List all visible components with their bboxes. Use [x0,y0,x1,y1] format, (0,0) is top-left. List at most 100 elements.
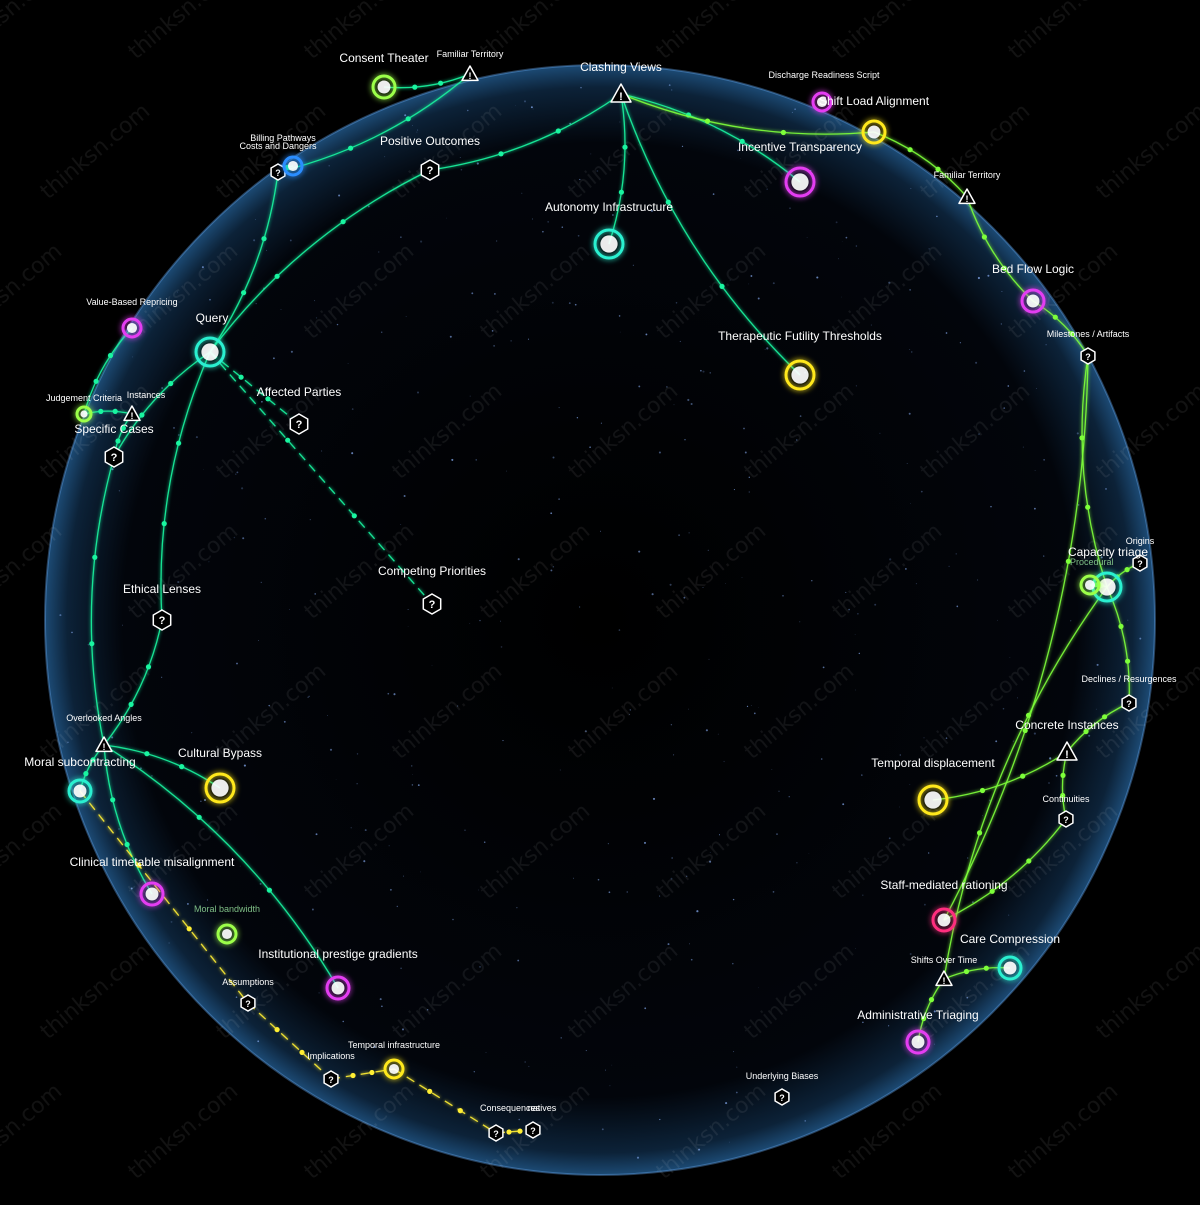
node-familiar2[interactable]: ! [958,188,976,205]
star-dot [808,853,810,854]
star-dot [776,833,778,835]
node-core [816,96,828,108]
node-underlying[interactable]: ? [774,1088,790,1106]
node-bedflow[interactable] [1020,288,1046,314]
node-overlooked[interactable]: ! [95,736,113,753]
node-continuities[interactable]: ? [1058,810,1074,828]
node-query[interactable] [194,336,226,368]
star-dot [766,188,768,190]
node-shiftload[interactable] [861,119,887,145]
node-shifts[interactable]: ! [935,970,953,987]
edge-arrow-marker [1118,623,1124,630]
watermark-text: thinksn.com [0,799,67,905]
star-dot [831,146,834,150]
edge-arrow-marker [1102,714,1108,720]
star-dot [867,858,869,859]
node-moralsub[interactable] [67,778,93,804]
star-dot [741,577,743,578]
watermark-text: thinksn.com [1004,1079,1123,1185]
edge-arrow-marker [983,965,989,971]
node-moralband[interactable] [216,923,238,945]
star-dot [679,340,681,343]
node-admin[interactable] [905,1029,931,1055]
question-mark-glyph: ? [159,615,166,627]
node-declines[interactable]: ? [1121,694,1137,712]
node-carecomp[interactable] [997,955,1023,981]
node-prestige[interactable] [325,975,351,1001]
star-dot [161,387,163,389]
node-origins[interactable]: ? [1132,554,1148,572]
edge-arrow-marker [107,352,114,359]
question-hex-icon [323,1070,339,1088]
node-temporal[interactable] [917,784,949,816]
star-dot [607,843,609,845]
node-clashing[interactable]: ! [610,83,632,103]
edge-arrow-marker [115,438,121,444]
star-dot [848,608,850,611]
node-core [1026,294,1040,308]
node-consent[interactable] [371,74,397,100]
node-cultural[interactable] [204,772,236,804]
star-dot [578,606,581,608]
star-dot [1076,432,1079,435]
node-assumptions[interactable]: ? [240,994,256,1012]
node-instances[interactable]: ! [123,405,141,422]
node-consequences[interactable]: ? [488,1124,504,1142]
node-affected[interactable]: ? [289,413,309,435]
star-dot [561,226,564,228]
exclamation-glyph: ! [103,742,106,752]
star-dot [888,1025,890,1027]
node-temporalinfra[interactable] [383,1058,405,1080]
node-positive[interactable]: ? [420,159,440,181]
star-dot [651,593,654,596]
star-dot [629,714,630,716]
star-dot [573,877,574,879]
node-futility[interactable] [784,359,816,391]
star-dot [259,882,262,885]
node-familiar1[interactable]: ! [461,65,479,82]
star-dot [861,774,863,776]
edge-arrow-marker [622,144,628,150]
node-autonomy[interactable] [593,228,625,260]
node-incentive[interactable] [784,166,816,198]
node-clinical[interactable] [139,881,165,907]
edge-arrow-marker [780,129,787,136]
star-dot [315,317,318,319]
node-staff[interactable] [931,907,957,933]
star-dot [177,434,180,436]
node-implications[interactable]: ? [323,1070,339,1088]
star-dot [527,338,530,340]
edge-arrow-marker [136,862,142,868]
node-discharge[interactable] [811,91,833,113]
star-dot [794,108,796,110]
edge-clashing-autonomy [608,93,626,245]
edge-arrow-marker [266,887,272,893]
node-valuebased[interactable] [121,317,143,339]
star-dot [1002,707,1005,710]
node-ethical[interactable]: ? [152,609,172,631]
node-competing[interactable]: ? [422,593,442,615]
star-dot [1105,487,1107,490]
star-dot [766,347,769,350]
node-judgement[interactable] [75,405,93,423]
node-milestones[interactable]: ? [1080,347,1096,365]
node-concrete[interactable]: ! [1056,741,1078,761]
exclamation-glyph: ! [619,91,623,103]
star-dot [407,609,409,610]
star-dot [1095,708,1097,710]
star-dot [740,158,742,159]
star-dot [636,1156,640,1159]
star-dot [242,537,245,540]
node-proc[interactable] [1079,574,1101,596]
node-specific[interactable]: ? [104,446,124,468]
edge-arrow-marker [719,283,725,289]
star-dot [673,404,675,406]
star-dot [387,692,390,695]
star-dot [203,469,204,470]
node-natives[interactable]: ? [525,1121,541,1139]
node-ring [67,778,93,804]
question-hex-icon [422,593,442,615]
node-billing[interactable] [282,155,304,177]
edge-arrow-marker [261,236,267,242]
edge-continuities-staff [943,818,1067,921]
